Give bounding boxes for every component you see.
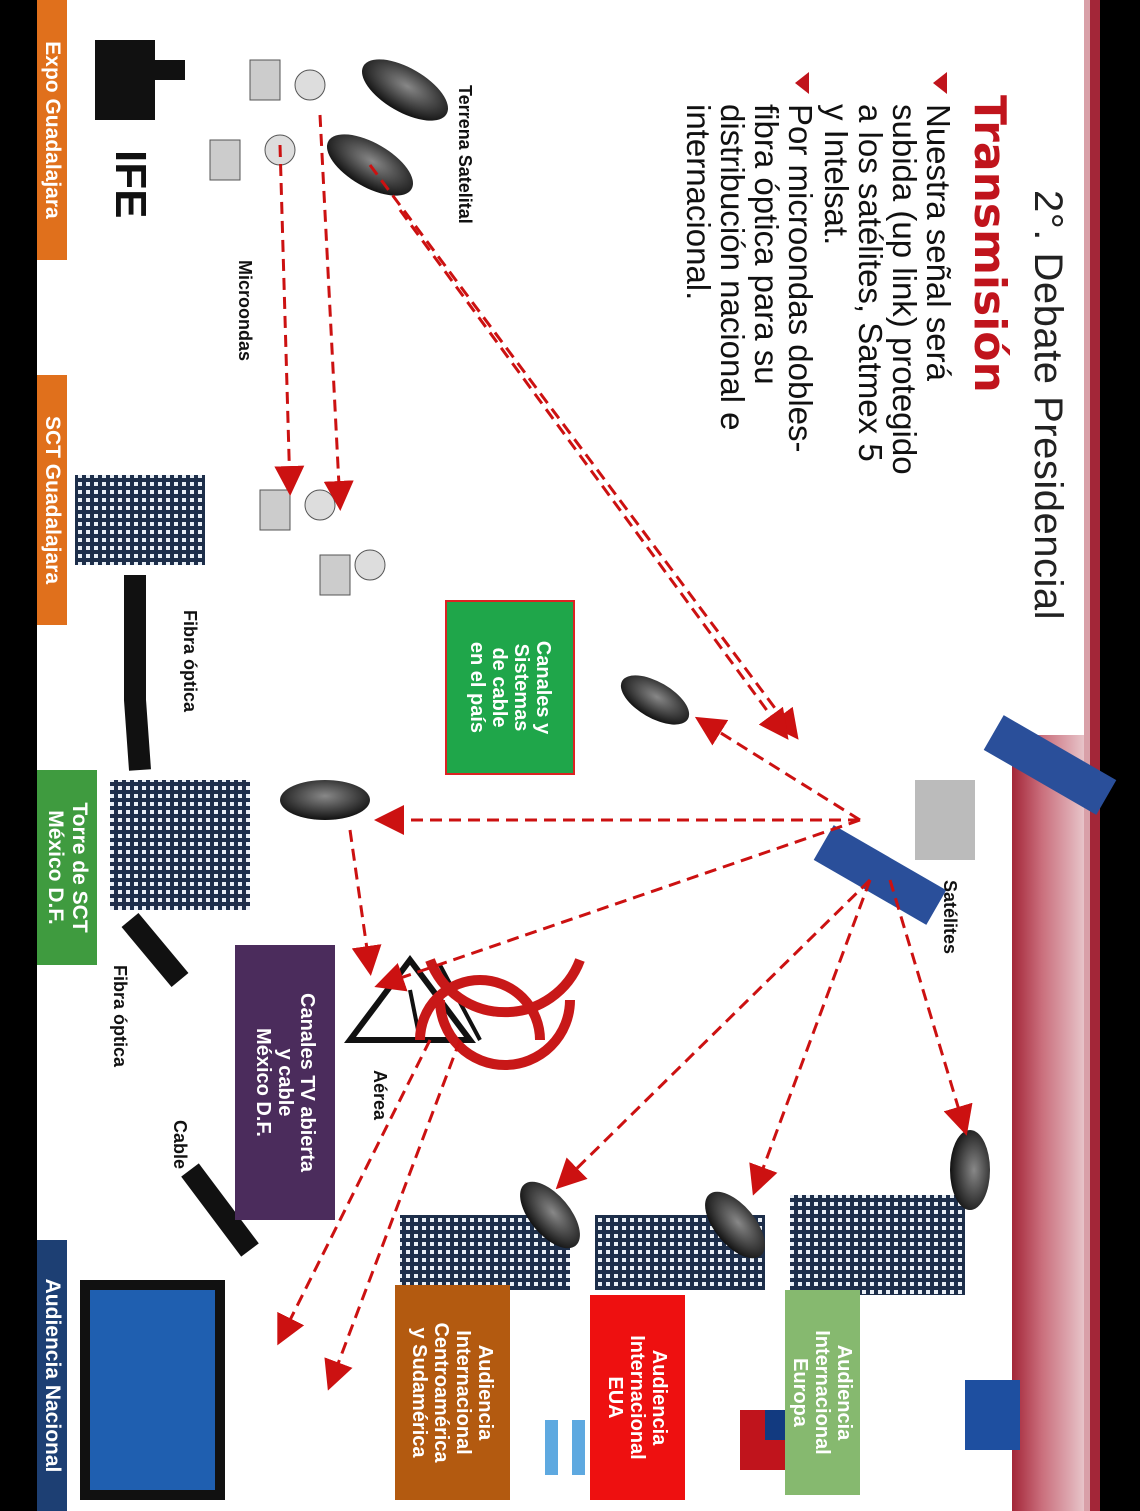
fiber-cable-icon [124, 575, 151, 771]
fiber-cable-icon [121, 912, 189, 988]
dish-icon [950, 1130, 990, 1210]
signal-arrows [274, 114, 973, 1391]
label-cable: Cable [170, 1120, 190, 1170]
dish-icon [361, 59, 448, 121]
dish-icon [280, 780, 370, 820]
side-label-sct: SCT Guadalajara [37, 375, 67, 625]
label-terrena: Terrena Satelital [455, 85, 475, 224]
building-europa [790, 1195, 965, 1295]
label-aerea: Aérea [370, 1070, 390, 1121]
camera-icon [95, 40, 185, 120]
building-torre-sct [110, 780, 250, 910]
building-sct-guadalajara [75, 475, 205, 565]
flag-usa-icon [740, 1410, 790, 1470]
side-label-torre: Torre de SCT México D.F. [37, 770, 97, 965]
box-eua: Audiencia Internacional EUA [590, 1295, 685, 1500]
microwave-antenna-icon [209, 59, 386, 596]
side-label-audiencia-nacional: Audiencia Nacional [37, 1240, 67, 1511]
box-canales-pais: Canales y Sistemas de cable en el país [445, 600, 575, 775]
flag-guatemala-icon [545, 1420, 585, 1475]
broadcast-tower-icon [344, 955, 585, 1070]
box-europa: Audiencia Internacional Europa [785, 1290, 860, 1495]
label-microondas: Microondas [235, 260, 255, 362]
dish-icon [705, 1191, 765, 1259]
satellite-icon [813, 715, 1117, 925]
cable-icon [181, 1163, 259, 1257]
box-centroamerica: Audiencia Internacional Centroamérica y … [395, 1285, 510, 1500]
side-label-expo: Expo Guadalajara [37, 0, 67, 260]
label-satelites: Satélites [940, 880, 960, 955]
label-fibra-2: Fibra óptica [110, 965, 130, 1068]
dish-icon [520, 1181, 580, 1249]
dish-icon [620, 675, 690, 725]
label-fibra-1: Fibra óptica [180, 610, 200, 713]
flag-eu-icon [965, 1380, 1020, 1450]
building-centroamerica [400, 1215, 570, 1290]
tv-icon [80, 1280, 225, 1500]
box-canales-tv: Canales TV abierta y cable México D.F. [235, 945, 335, 1220]
ife-logo: IFE [106, 150, 155, 219]
